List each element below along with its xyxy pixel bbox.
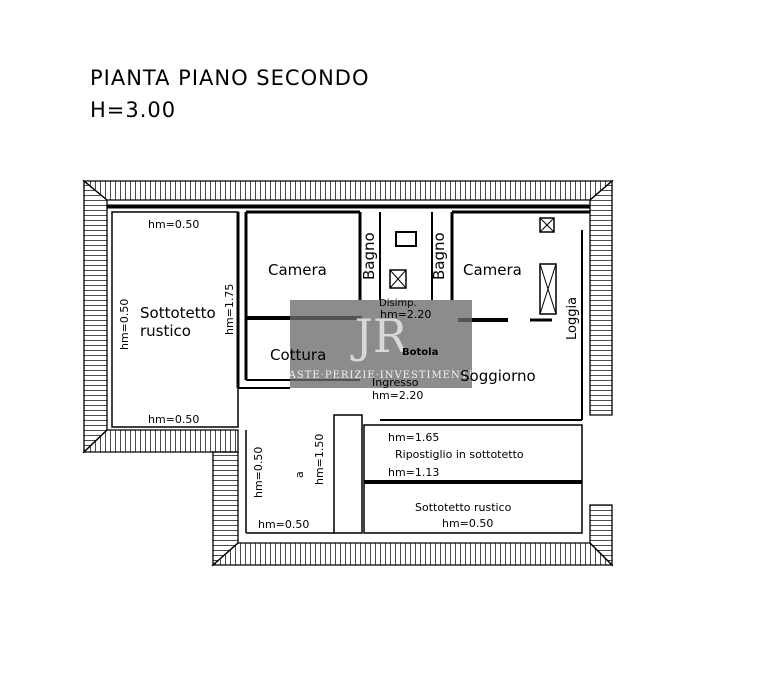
roof-eaves bbox=[82, 179, 614, 567]
hm-ingresso: hm=2.20 bbox=[372, 389, 423, 402]
hm-113: hm=1.13 bbox=[388, 466, 439, 479]
plan-title: PIANTA PIANO SECONDO bbox=[90, 66, 370, 90]
watermark: JR ASTE·PERIZIE·INVESTIMENTI bbox=[288, 300, 474, 388]
hm-165: hm=1.65 bbox=[388, 431, 439, 444]
room-botola: Botola bbox=[402, 347, 438, 358]
hm-left-vertical: hm=0.50 bbox=[118, 299, 131, 350]
room-ripostiglio: Ripostiglio in sottotetto bbox=[395, 448, 524, 461]
room-sottotetto-left-2: rustico bbox=[140, 322, 191, 340]
plan-height: H=3.00 bbox=[90, 98, 177, 122]
room-sottotetto-bottom: Sottotetto rustico bbox=[415, 501, 512, 514]
room-bagno-right: Bagno bbox=[430, 232, 448, 280]
room-cottura: Cottura bbox=[270, 346, 326, 364]
room-sottotetto-left-1: Sottotetto bbox=[140, 304, 216, 322]
room-disimp: Disimp. bbox=[379, 298, 417, 309]
watermark-text: ASTE·PERIZIE·INVESTIMENTI bbox=[288, 370, 474, 381]
hm-175: hm=1.75 bbox=[223, 284, 236, 335]
hm-bottom-left: hm=0.50 bbox=[148, 413, 199, 426]
hm-top-left: hm=0.50 bbox=[148, 218, 199, 231]
room-labels: Sottotetto rustico Camera Bagno Bagno Ca… bbox=[140, 232, 580, 514]
height-labels: hm=0.50 hm=0.50 hm=1.75 hm=0.50 hm=2.20 … bbox=[118, 218, 493, 531]
room-soggiorno: Soggiorno bbox=[460, 367, 536, 385]
room-loggia: Loggia bbox=[565, 297, 580, 340]
room-bagno-left: Bagno bbox=[360, 232, 378, 280]
hm-bottom-mid: hm=0.50 bbox=[258, 518, 309, 531]
room-camera-left: Camera bbox=[268, 261, 327, 279]
room-a-label: a bbox=[293, 471, 306, 478]
watermark-monogram: JR bbox=[350, 309, 408, 363]
hm-bottom-right: hm=0.50 bbox=[442, 517, 493, 530]
hm-050-vertical-b: hm=0.50 bbox=[252, 447, 265, 498]
hm-150: hm=1.50 bbox=[313, 434, 326, 485]
hm-disimp: hm=2.20 bbox=[380, 308, 431, 321]
room-ingresso: Ingresso bbox=[372, 376, 419, 389]
room-camera-right: Camera bbox=[463, 261, 522, 279]
